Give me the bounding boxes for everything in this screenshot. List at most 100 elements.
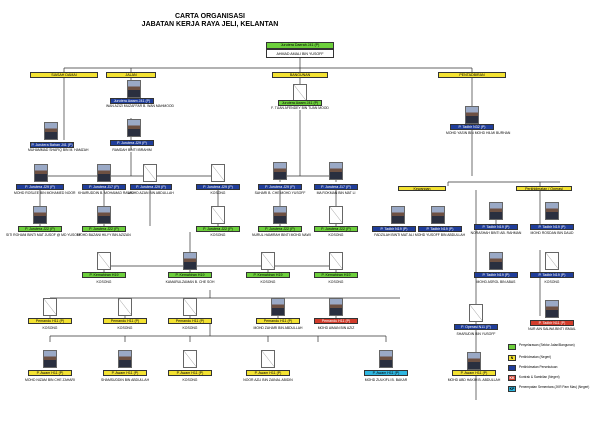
node-name: WAN AZIZI MUZAFFAR B. WAN MAHMOOD bbox=[106, 104, 174, 108]
staff-photo bbox=[545, 202, 559, 220]
node-name: KOSONG bbox=[210, 233, 226, 237]
node-post: P. Awam H11 (P) bbox=[246, 370, 290, 376]
node-post: P. Operasi N11 (P) bbox=[454, 324, 498, 330]
node-name: MOHD BAZANI HILYY BIN AZIZAN bbox=[77, 233, 131, 237]
node-name: SITI ROHANI BINTI MAT JUSOF @ MD YUSOFF bbox=[6, 233, 82, 237]
node-post: P. Kemahiran H19 bbox=[168, 272, 212, 278]
node-post: Pemandu H11 (P) bbox=[28, 318, 72, 324]
node-post: P. Tadbir N32 (P) bbox=[450, 124, 494, 130]
staff-photo bbox=[44, 122, 58, 140]
legend-swatch bbox=[508, 344, 516, 350]
legend-swatch bbox=[508, 365, 516, 371]
staff-photo bbox=[271, 298, 285, 316]
node-post: P. Kemahiran H19 bbox=[314, 272, 358, 278]
node-name: MOHD ABD HAKIM B. ABDULLAH bbox=[447, 378, 501, 382]
node-name: KOSONG bbox=[182, 326, 198, 330]
node-name: KOSONG bbox=[328, 280, 344, 284]
node-post: P. Jurutera J22 (P) bbox=[82, 226, 126, 232]
node-name: MOHD ZULKIFLI B. BAKAR bbox=[364, 378, 408, 382]
node-post: P. Jurutera J29 (P) bbox=[110, 140, 154, 146]
node-post: P. Jurutera J17 (P) bbox=[314, 184, 358, 190]
staff-photo bbox=[273, 162, 287, 180]
vacant-photo bbox=[97, 252, 111, 270]
node-name: KHAIRUDDIN B. MOHAMAD RAWAI bbox=[78, 191, 134, 195]
node-post: Pemandu H11 (P) bbox=[168, 318, 212, 324]
staff-photo bbox=[127, 80, 141, 98]
vacant-photo bbox=[469, 304, 483, 322]
staff-photo bbox=[118, 350, 132, 368]
legend-text: Penempatan Sementara (JKR Pam Mas) (Nege… bbox=[519, 385, 590, 389]
section-pentadbiran: PENTADBIRAN bbox=[438, 72, 506, 78]
node-post: P. Jurutera J29 (P) bbox=[258, 184, 302, 190]
node-post: P. Tadbir N19 (P) bbox=[530, 224, 574, 230]
node-name: MOHD AIMAN BIN AZIZ bbox=[317, 326, 355, 330]
vacant-photo bbox=[211, 206, 225, 224]
legend-text: Kontrak & Sambilan (Negeri) bbox=[519, 375, 560, 379]
node-name: MOHD NIZAM BIN CHE ZAHARI bbox=[25, 378, 75, 382]
head-name: AHMAD AMALI BIN YUSOFF bbox=[266, 49, 334, 58]
vacant-photo bbox=[183, 350, 197, 368]
node-name: MOHD ROSDAN BIN DAUD bbox=[530, 231, 574, 235]
node-post: P. Tadbir N19 (P) bbox=[474, 272, 518, 278]
staff-photo bbox=[33, 206, 47, 224]
node-post: P. Kemahiran H19 bbox=[246, 272, 290, 278]
node-name: MA ROKMAN BIN MAT LI bbox=[316, 191, 356, 195]
staff-photo bbox=[273, 206, 287, 224]
node-post: P. Jurutera J22 (P) bbox=[18, 226, 62, 232]
node-name: F. TUAN AFENDEY BIN TUAN MOOD bbox=[271, 106, 329, 110]
node-post: P. Tadbir N19 (P) bbox=[530, 272, 574, 278]
vacant-photo bbox=[261, 350, 275, 368]
node-name: KAMARULZAMAN B. CHE SOH bbox=[165, 280, 215, 284]
vacant-photo bbox=[118, 298, 132, 316]
head-post: Jurutera Daerah J41 (P) bbox=[266, 42, 334, 49]
node-name: KOSONG bbox=[328, 233, 344, 237]
node-name: RAMDAH BINTI IBRAHIM bbox=[112, 148, 152, 152]
vacant-photo bbox=[143, 164, 157, 182]
vacant-photo bbox=[261, 252, 275, 270]
node-post: P. Tadbir N19 (P) bbox=[474, 224, 518, 230]
node-name: SAHARI B. CHE MOHD YUSOFF bbox=[254, 191, 306, 195]
node-name: MOHD ASROL BIN ABAS bbox=[476, 280, 516, 284]
node-post: Pemandu H11 (P) bbox=[314, 318, 358, 324]
node-post: P. Awam H11 (P) bbox=[168, 370, 212, 376]
legend-swatch: KK bbox=[508, 375, 516, 381]
vacant-photo bbox=[329, 206, 343, 224]
node-post: P. Jurutera J29 (P) bbox=[16, 184, 64, 190]
node-name: KOSONG bbox=[260, 280, 276, 284]
staff-photo bbox=[431, 206, 445, 224]
node-name: KOSONG bbox=[544, 280, 560, 284]
staff-photo bbox=[391, 206, 405, 224]
staff-photo bbox=[545, 300, 559, 318]
staff-photo bbox=[329, 162, 343, 180]
node-post: P. Awam H11 (P) bbox=[28, 370, 72, 376]
legend-text: Perkhidmatan Persekutuan bbox=[519, 365, 558, 369]
staff-photo bbox=[127, 119, 141, 137]
node-name: KOSONG bbox=[96, 280, 112, 284]
staff-photo bbox=[329, 298, 343, 316]
node-name: SHARUDIN BIN YUSOFF bbox=[456, 332, 496, 336]
node-post: P. Jurutera J22 (P) bbox=[258, 226, 302, 232]
node-post: Jurutera Awam J41 (P) bbox=[278, 100, 322, 106]
staff-photo bbox=[43, 350, 57, 368]
node-name: MOHD YASIN BIN MOHD HILMI BURHAN bbox=[446, 131, 511, 135]
node-name: MOHD ZAHARI BIN ABDULLAH bbox=[253, 326, 303, 330]
vacant-photo bbox=[183, 298, 197, 316]
node-post: P. Jurutera J17 (P) bbox=[82, 184, 126, 190]
staff-photo bbox=[489, 252, 503, 270]
node-name: KOSONG bbox=[42, 326, 58, 330]
node-name: KOSONG bbox=[182, 378, 198, 382]
branch-kewangan: Kewangan bbox=[398, 186, 446, 191]
vacant-photo bbox=[545, 252, 559, 270]
legend-swatch: N bbox=[508, 355, 516, 361]
legend-swatch: KP bbox=[508, 386, 516, 392]
staff-photo bbox=[97, 164, 111, 182]
legend-text: Perkhidmatan (Negeri) bbox=[519, 355, 552, 359]
node-post: P. Jurutera J22 (P) bbox=[196, 226, 240, 232]
chart-title: CARTA ORGANISASI bbox=[175, 13, 245, 20]
node-name: NUR AIN SALWA BINTI ISMAIL bbox=[528, 327, 576, 331]
node-name: SHAMSUDDIN BIN ABDULLAH bbox=[100, 378, 150, 382]
node-post: P. Kemahiran H19 bbox=[82, 272, 126, 278]
staff-photo bbox=[467, 352, 481, 370]
node-post: Pemandu H11 (P) bbox=[103, 318, 147, 324]
